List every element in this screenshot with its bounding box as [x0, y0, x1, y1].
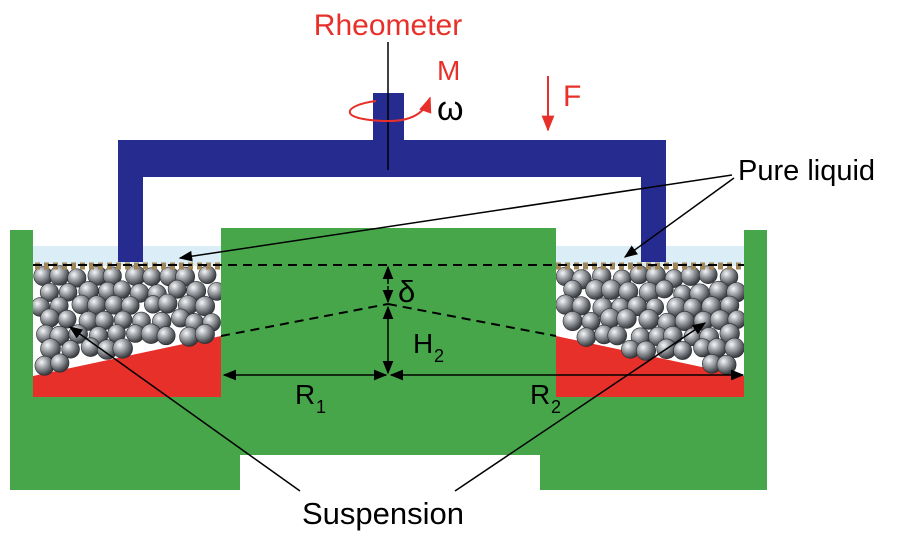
bead — [112, 338, 133, 359]
bead — [571, 296, 591, 316]
r1-label-main: R — [295, 379, 315, 410]
suspension-label: Suspension — [302, 496, 464, 531]
force-label: F — [563, 80, 581, 113]
r2-label-sub: 2 — [551, 397, 561, 417]
bead — [58, 283, 78, 302]
bead — [607, 325, 628, 346]
rotation-arrow — [348, 96, 432, 123]
delta-label: δ — [398, 274, 415, 309]
rheometer-tool — [118, 140, 666, 262]
bead — [576, 327, 596, 347]
suspension-pointer-left — [68, 326, 301, 492]
suspension-pointer-right — [454, 322, 707, 492]
bead — [194, 323, 215, 344]
bead — [167, 279, 187, 299]
bead — [673, 341, 693, 360]
bead — [618, 281, 639, 302]
bead — [57, 309, 77, 329]
bead — [39, 282, 59, 302]
bead — [716, 354, 737, 375]
rheometer-label: Rheometer — [314, 9, 462, 42]
r2-label: R 2 — [530, 379, 561, 417]
bead — [194, 296, 215, 317]
h2-label-sub: 2 — [434, 346, 444, 366]
h2-label-main: H — [413, 328, 433, 359]
bead — [635, 340, 656, 361]
dashed-cone-right — [387, 303, 557, 337]
wedge-right — [556, 336, 744, 397]
torque-label: M — [437, 55, 460, 86]
bead — [157, 293, 178, 314]
r1-label-sub: 1 — [316, 397, 326, 417]
bead — [156, 326, 176, 346]
suspension-beads-right — [556, 265, 744, 375]
bead — [61, 340, 80, 359]
bead — [142, 267, 161, 287]
dashed-cone-left — [220, 303, 389, 337]
bead — [207, 282, 221, 301]
suspension-beads-left — [33, 265, 221, 376]
r2-label-main: R — [530, 379, 550, 410]
bead — [654, 279, 674, 299]
bead — [638, 309, 660, 330]
bead — [40, 308, 60, 328]
bead — [562, 311, 583, 332]
r1-label: R 1 — [295, 379, 326, 417]
bead — [67, 268, 87, 288]
bead — [50, 353, 70, 373]
h2-label: H 2 — [413, 328, 444, 366]
bead — [600, 279, 622, 300]
pure-liquid-label: Pure liquid — [738, 155, 875, 187]
bead — [724, 337, 744, 358]
pure-liquid-pointer-right — [623, 177, 735, 258]
bead — [616, 308, 637, 329]
rotation-label: ω — [437, 90, 464, 128]
pure-liquid-pointer-left — [178, 174, 733, 262]
wedge-left — [33, 336, 221, 397]
